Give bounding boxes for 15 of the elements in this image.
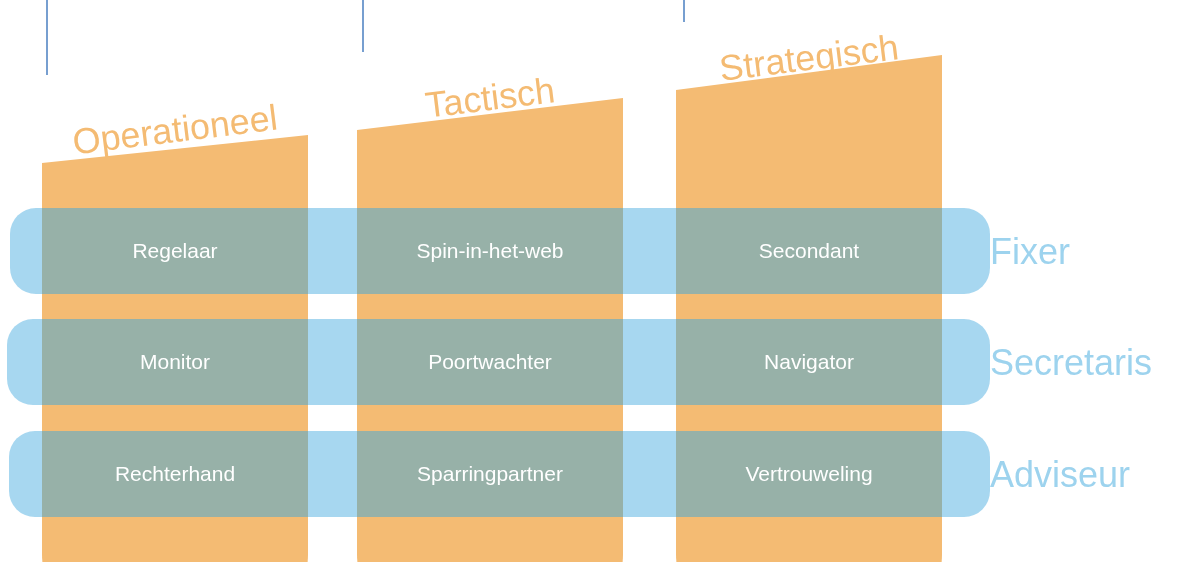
role-cell: Secondant <box>676 208 942 294</box>
column-heading: Tactisch <box>423 72 557 124</box>
role-cell: Regelaar <box>42 208 308 294</box>
row-heading: Secretaris <box>990 345 1153 381</box>
role-cell: Spin-in-het-web <box>357 208 623 294</box>
column-heading: Operationeel <box>70 99 280 161</box>
role-cell: Poortwachter <box>357 319 623 405</box>
row-heading: Adviseur <box>990 457 1131 493</box>
role-cell: Rechterhand <box>42 431 308 517</box>
role-cell: Navigator <box>676 319 942 405</box>
row-heading: Fixer <box>990 234 1070 270</box>
role-cell: Monitor <box>42 319 308 405</box>
column-heading: Strategisch <box>717 29 901 87</box>
role-cell: Vertrouweling <box>676 431 942 517</box>
role-cell: Sparringpartner <box>357 431 623 517</box>
